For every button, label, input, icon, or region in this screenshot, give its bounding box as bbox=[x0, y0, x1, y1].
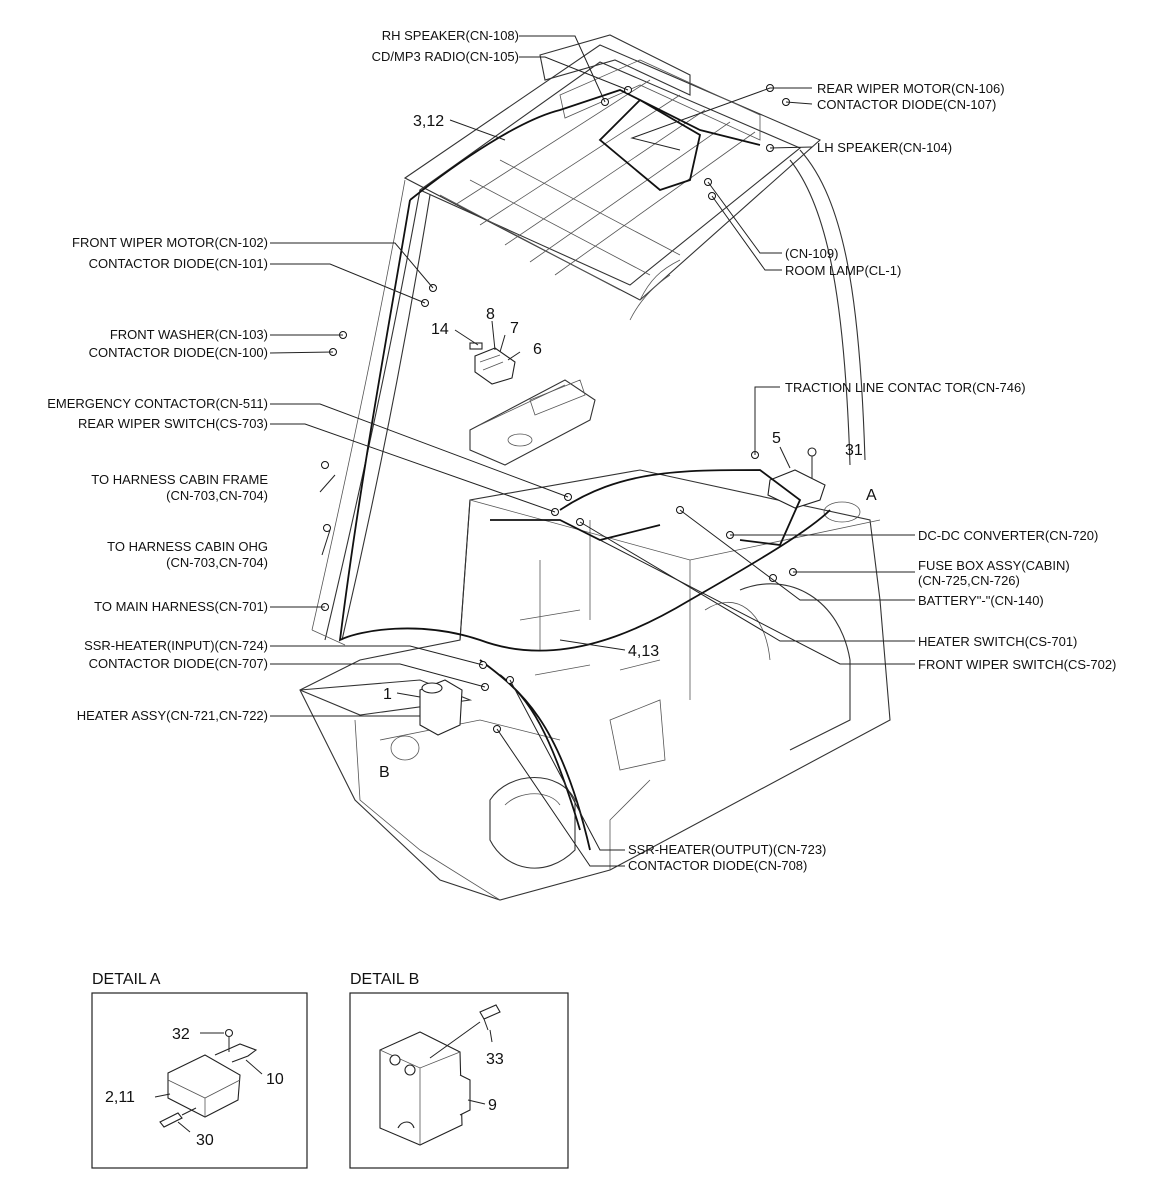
callout-5: 5 bbox=[772, 430, 781, 447]
label-contactor-diode-707: CONTACTOR DIODE(CN-707) bbox=[89, 656, 268, 671]
callout-1: 1 bbox=[383, 686, 392, 703]
detail-a-title: DETAIL A bbox=[92, 971, 161, 988]
callout-6: 6 bbox=[533, 341, 542, 358]
label-room-lamp: ROOM LAMP(CL-1) bbox=[785, 263, 901, 278]
label-ssr-input: SSR-HEATER(INPUT)(CN-724) bbox=[84, 638, 268, 653]
label-cn-109: (CN-109) bbox=[785, 246, 838, 261]
label-heater-assy: HEATER ASSY(CN-721,CN-722) bbox=[77, 708, 268, 723]
label-contactor-diode-708: CONTACTOR DIODE(CN-708) bbox=[628, 858, 807, 873]
label-front-washer: FRONT WASHER(CN-103) bbox=[110, 327, 268, 342]
callout-8: 8 bbox=[486, 306, 495, 323]
front-pillar bbox=[311, 179, 431, 646]
label-harness-cabin-ohg-codes: (CN-703,CN-704) bbox=[166, 555, 268, 570]
label-traction-line: TRACTION LINE CONTAC TOR(CN-746) bbox=[785, 380, 1026, 395]
detail-a-callout-2-11: 2,11 bbox=[105, 1089, 135, 1106]
part-5-contactor bbox=[767, 447, 826, 509]
part-1-heater bbox=[419, 679, 463, 736]
label-harness-cabin-frame-codes: (CN-703,CN-704) bbox=[166, 488, 268, 503]
detail-a-frame bbox=[91, 992, 308, 1169]
label-front-wiper-motor: FRONT WIPER MOTOR(CN-102) bbox=[72, 235, 268, 250]
connector-dots bbox=[321, 84, 797, 733]
callout-b: B bbox=[379, 764, 390, 781]
label-dcdc-converter: DC-DC CONVERTER(CN-720) bbox=[918, 528, 1098, 543]
callout-4-13: 4,13 bbox=[628, 643, 659, 660]
label-main-harness: TO MAIN HARNESS(CN-701) bbox=[94, 599, 268, 614]
label-rh-speaker: RH SPEAKER(CN-108) bbox=[382, 28, 519, 43]
detail-a: DETAIL A 32 10 2,11 30 bbox=[91, 971, 308, 1169]
label-cd-radio: CD/MP3 RADIO(CN-105) bbox=[372, 49, 519, 64]
label-front-wiper-switch: FRONT WIPER SWITCH(CS-702) bbox=[918, 657, 1116, 672]
detail-b-callout-9: 9 bbox=[488, 1097, 497, 1114]
callout-a: A bbox=[866, 487, 877, 504]
label-contactor-diode-107: CONTACTOR DIODE(CN-107) bbox=[817, 97, 996, 112]
roof-frame bbox=[403, 34, 866, 466]
detail-a-callout-10: 10 bbox=[266, 1071, 284, 1088]
label-fuse-box-codes: (CN-725,CN-726) bbox=[918, 573, 1020, 588]
label-rear-wiper-switch: REAR WIPER SWITCH(CS-703) bbox=[78, 416, 268, 431]
label-harness-cabin-ohg: TO HARNESS CABIN OHG bbox=[107, 539, 268, 554]
leader-lines bbox=[269, 35, 915, 867]
label-emergency-contactor: EMERGENCY CONTACTOR(CN-511) bbox=[47, 396, 268, 411]
callout-7: 7 bbox=[510, 320, 519, 337]
switch-cluster bbox=[469, 342, 516, 385]
label-contactor-diode-101: CONTACTOR DIODE(CN-101) bbox=[89, 256, 268, 271]
detail-b-callout-33: 33 bbox=[486, 1051, 504, 1068]
chassis-body bbox=[299, 469, 891, 901]
label-contactor-diode-100: CONTACTOR DIODE(CN-100) bbox=[89, 345, 268, 360]
detail-b-frame bbox=[349, 992, 569, 1169]
label-battery: BATTERY"-"(CN-140) bbox=[918, 593, 1044, 608]
component-labels: RH SPEAKER(CN-108) CD/MP3 RADIO(CN-105) … bbox=[47, 28, 1116, 873]
harness-wires bbox=[338, 89, 831, 851]
callout-31: 31 bbox=[845, 442, 863, 459]
machine-drawing bbox=[299, 34, 891, 901]
label-harness-cabin-frame: TO HARNESS CABIN FRAME bbox=[91, 472, 268, 487]
callout-14: 14 bbox=[431, 321, 449, 338]
detail-b-title: DETAIL B bbox=[350, 971, 419, 988]
detail-a-callout-30: 30 bbox=[196, 1132, 214, 1149]
detail-a-part bbox=[159, 1028, 258, 1128]
detail-b-part bbox=[379, 1004, 501, 1146]
label-fuse-box: FUSE BOX ASSY(CABIN) bbox=[918, 558, 1070, 573]
dashboard-console bbox=[469, 379, 596, 466]
label-lh-speaker: LH SPEAKER(CN-104) bbox=[817, 140, 952, 155]
label-heater-switch: HEATER SWITCH(CS-701) bbox=[918, 634, 1077, 649]
callout-3-12: 3,12 bbox=[413, 113, 444, 130]
label-rear-wiper-motor: REAR WIPER MOTOR(CN-106) bbox=[817, 81, 1005, 96]
label-ssr-output: SSR-HEATER(OUTPUT)(CN-723) bbox=[628, 842, 826, 857]
detail-a-callout-32: 32 bbox=[172, 1026, 190, 1043]
detail-b: DETAIL B 33 9 bbox=[349, 971, 569, 1169]
callout-numbers: 3,12 8 7 14 6 5 31 A 4,13 1 B bbox=[379, 113, 877, 781]
